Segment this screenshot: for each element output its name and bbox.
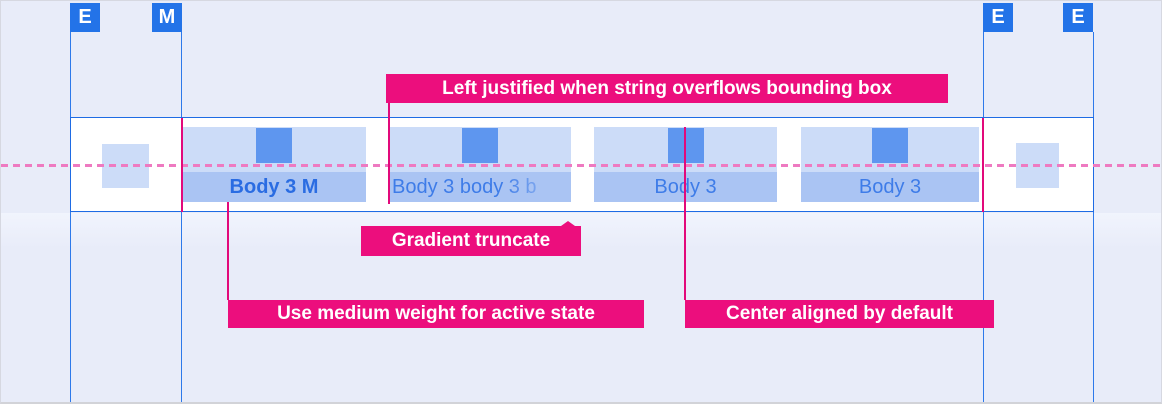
gradient-truncate-overlay	[501, 172, 571, 202]
tab-label-text: Body 3 body 3 b	[392, 175, 537, 198]
connector-line-margin-right	[982, 118, 984, 212]
tab-label-text: Body 3	[858, 175, 922, 198]
annotation-left-justified: Left justified when string overflows bou…	[386, 74, 948, 103]
marker-e-right-inner: E	[983, 3, 1013, 32]
annotation-medium-weight: Use medium weight for active state	[228, 300, 644, 328]
tab-icon	[462, 128, 498, 163]
marker-e-left: E	[70, 3, 100, 32]
tab-label: Body 3 body 3 b	[389, 172, 571, 202]
annotation-gradient-truncate: Gradient truncate	[361, 221, 581, 256]
marker-m-left: M	[152, 3, 182, 32]
annotation-gradient-truncate-text: Gradient truncate	[391, 230, 551, 251]
connector-line-center-aligned	[684, 127, 686, 300]
tab-label: Body 3	[801, 172, 979, 202]
guide-line-margin-left	[181, 32, 182, 402]
connector-line-left-justified	[388, 103, 390, 204]
tab-label: Body 3 M	[182, 172, 366, 202]
marker-e-right-outer: E	[1063, 3, 1093, 32]
tab-label-text: Body 3 M	[229, 175, 319, 198]
tab-icon	[872, 128, 908, 163]
baseline-dashed-line	[1, 164, 1161, 167]
connector-line-margin-left	[181, 118, 183, 212]
connector-line-medium-weight	[227, 202, 229, 300]
guide-line-edge-right-inner	[983, 32, 984, 402]
annotation-pointer-up-icon	[561, 221, 575, 226]
bar-shadow-gradient	[1, 213, 1161, 249]
guide-line-edge-left	[70, 32, 71, 402]
annotation-center-aligned: Center aligned by default	[685, 300, 994, 328]
guide-line-edge-right-outer	[1093, 32, 1094, 402]
tab-icon	[256, 128, 292, 163]
